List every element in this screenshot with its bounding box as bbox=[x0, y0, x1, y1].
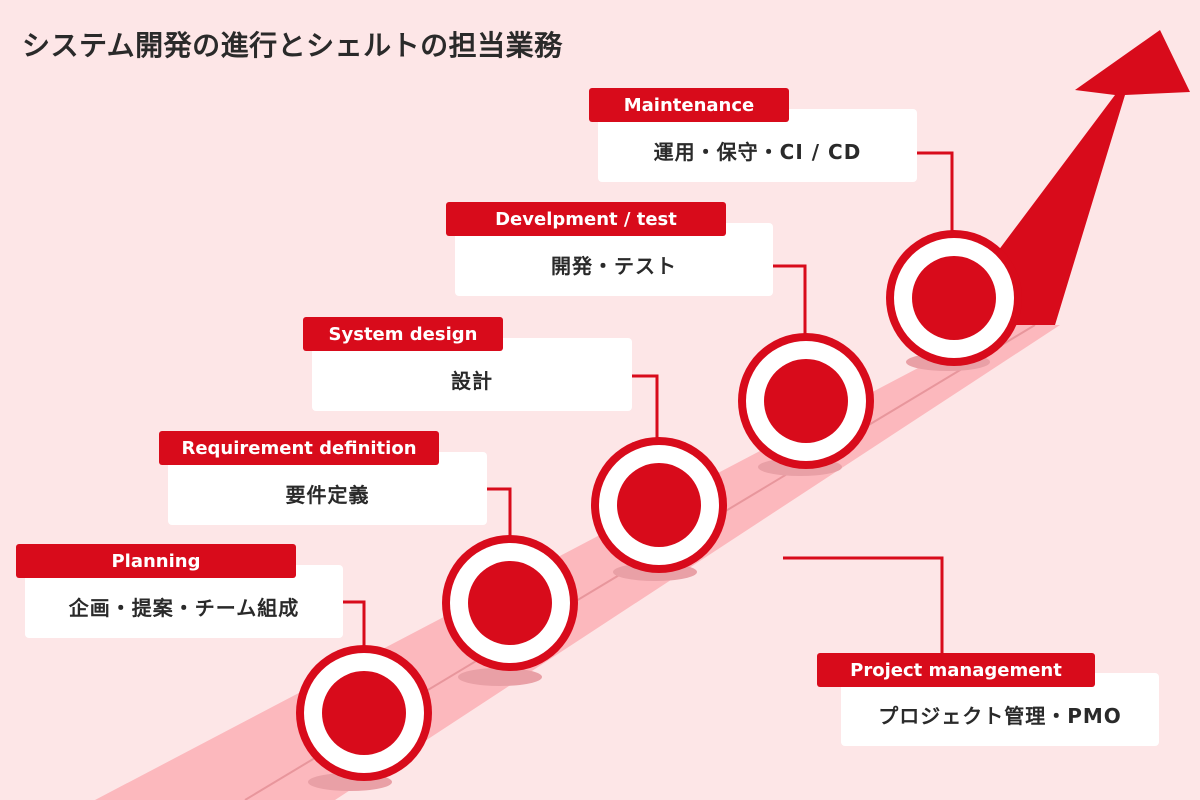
milestone-system-design bbox=[591, 437, 727, 573]
stage-tag-system-design: System design bbox=[303, 317, 503, 351]
stage-tag-development: Develpment / test bbox=[446, 202, 726, 236]
milestone-requirement-definition bbox=[442, 535, 578, 671]
stage-tag-requirement-definition: Requirement definition bbox=[159, 431, 439, 465]
page-title: システム開発の進行とシェルトの担当業務 bbox=[22, 29, 563, 62]
milestone-development bbox=[738, 333, 874, 469]
connector-project-management bbox=[783, 556, 944, 656]
project-management-tag: Project management bbox=[817, 653, 1095, 687]
stage-tag-maintenance: Maintenance bbox=[589, 88, 789, 122]
milestone-maintenance bbox=[886, 230, 1022, 366]
milestone-planning bbox=[296, 645, 432, 781]
growth-arrow bbox=[995, 30, 1190, 325]
stage-tag-planning: Planning bbox=[16, 544, 296, 578]
